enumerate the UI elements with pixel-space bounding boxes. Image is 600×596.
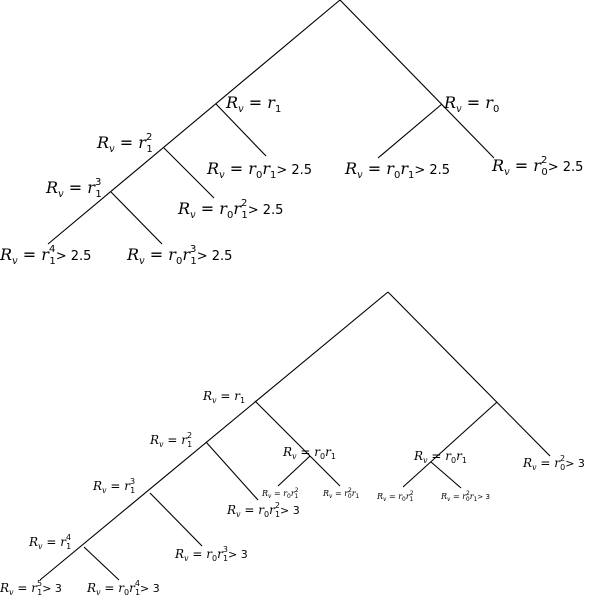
label-top-r0: Rv = r0 bbox=[443, 93, 499, 115]
label-bottom-r1: Rv = r1 bbox=[202, 389, 245, 405]
top-edge bbox=[377, 103, 443, 159]
top-edge bbox=[215, 103, 267, 157]
bottom-edge bbox=[277, 455, 311, 487]
label-bottom-r0r1-left: Rv = r0r1 bbox=[282, 445, 336, 461]
bottom-tree-edges bbox=[39, 291, 551, 581]
top-tree-edges bbox=[47, 0, 495, 245]
bottom-edge bbox=[254, 400, 311, 457]
bottom-edge bbox=[83, 546, 120, 581]
label-top-r1: Rv = r1 bbox=[225, 93, 281, 115]
bottom-edge bbox=[387, 291, 551, 457]
label-top-r0r1-left: Rv = r0r1> 2.5 bbox=[206, 159, 312, 181]
top-edge bbox=[110, 191, 163, 245]
label-top-r0r1-right: Rv = r0r1> 2.5 bbox=[344, 159, 450, 181]
top-edge bbox=[339, 0, 495, 159]
top-edge bbox=[163, 147, 215, 199]
bottom-edge bbox=[39, 291, 389, 581]
label-bottom-r0r1-right: Rv = r0r1 bbox=[413, 449, 467, 465]
bottom-edge bbox=[402, 401, 498, 488]
bottom-edge bbox=[149, 492, 203, 547]
bottom-edge bbox=[205, 441, 259, 501]
bottom-edge bbox=[430, 461, 462, 489]
bottom-edge bbox=[309, 455, 341, 487]
top-edge bbox=[47, 0, 341, 245]
